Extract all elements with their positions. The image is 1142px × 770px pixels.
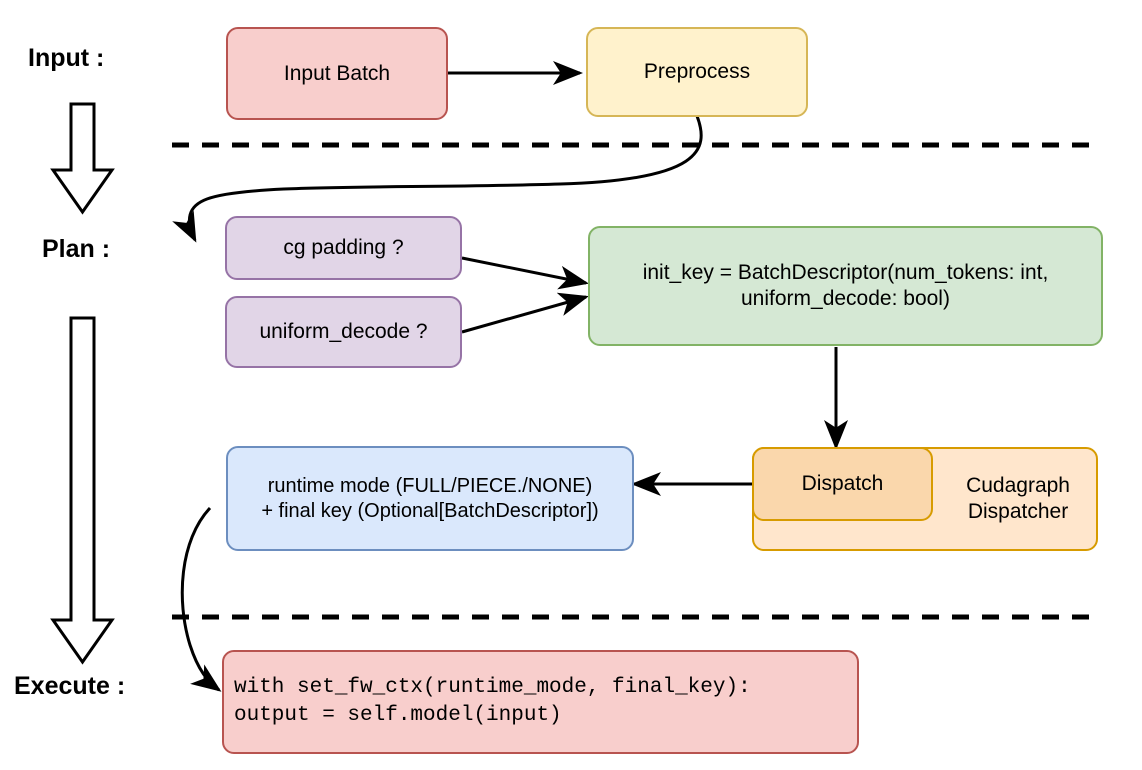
stage-label-input: Input :: [28, 44, 105, 72]
node-preprocess[interactable]: Preprocess: [586, 27, 808, 117]
stage-label-execute: Execute :: [14, 672, 126, 700]
node-cg-padding[interactable]: cg padding ?: [225, 216, 462, 280]
stage-label-plan: Plan :: [42, 235, 111, 263]
node-uniform-decode[interactable]: uniform_decode ?: [225, 296, 462, 368]
node-runtime-mode[interactable]: runtime mode (FULL/PIECE./NONE) + final …: [226, 446, 634, 551]
edge-decode-to-initkey: [461, 292, 589, 334]
node-init-key[interactable]: init_key = BatchDescriptor(num_tokens: i…: [588, 226, 1103, 346]
edge-runtime-to-execute: [180, 506, 222, 692]
flow-arrow-plan-to-execute: [50, 316, 115, 665]
node-execute-code[interactable]: with set_fw_ctx(runtime_mode, final_key)…: [222, 650, 859, 754]
node-dispatch[interactable]: Dispatch: [752, 447, 933, 521]
edge-preprocess-to-padding: [172, 115, 703, 243]
flow-arrow-input-to-plan: [50, 102, 115, 215]
edge-padding-to-initkey: [461, 256, 589, 290]
node-input-batch[interactable]: Input Batch: [226, 27, 448, 120]
